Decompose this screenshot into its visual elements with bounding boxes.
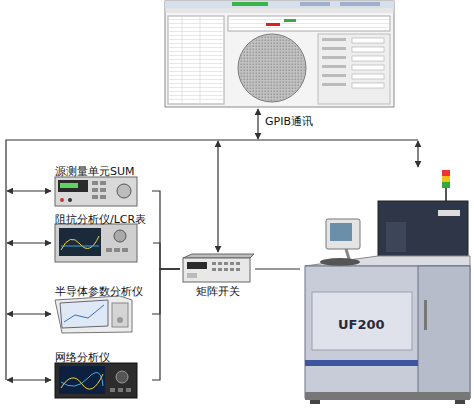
prober-node: UF200 <box>300 168 470 406</box>
instrument-node: 半导体参数分析仪 <box>52 280 152 333</box>
instrument-node: 阻抗分析仪/LCR表 <box>52 208 153 263</box>
bus-label: GPIB通讯 <box>264 115 314 129</box>
switch-node: 矩阵开关 <box>180 253 255 301</box>
model-name: UF200 <box>338 318 385 332</box>
matrix-switch <box>183 254 254 282</box>
connector <box>152 269 180 380</box>
node-label: 矩阵开关 <box>180 285 255 299</box>
connector <box>152 191 180 269</box>
prober-machine <box>305 170 470 404</box>
instrument-node: 网络分析仪 <box>52 346 152 399</box>
node-label: 网络分析仪 <box>55 351 110 365</box>
node-label: 源测量单元SUM <box>55 165 135 179</box>
instrument-node: 源测量单元SUM <box>52 160 152 207</box>
software-screenshot <box>165 1 394 107</box>
network-analyzer <box>55 363 137 398</box>
gpib-bus <box>6 109 418 380</box>
node-label: 阻抗分析仪/LCR表 <box>55 213 146 227</box>
parameter-analyzer <box>55 296 132 333</box>
connector <box>153 243 180 269</box>
smu-instrument <box>55 177 137 206</box>
connector <box>255 268 300 269</box>
node-label: 半导体参数分析仪 <box>55 285 143 299</box>
connector <box>152 269 180 314</box>
lcr-meter <box>55 224 137 262</box>
